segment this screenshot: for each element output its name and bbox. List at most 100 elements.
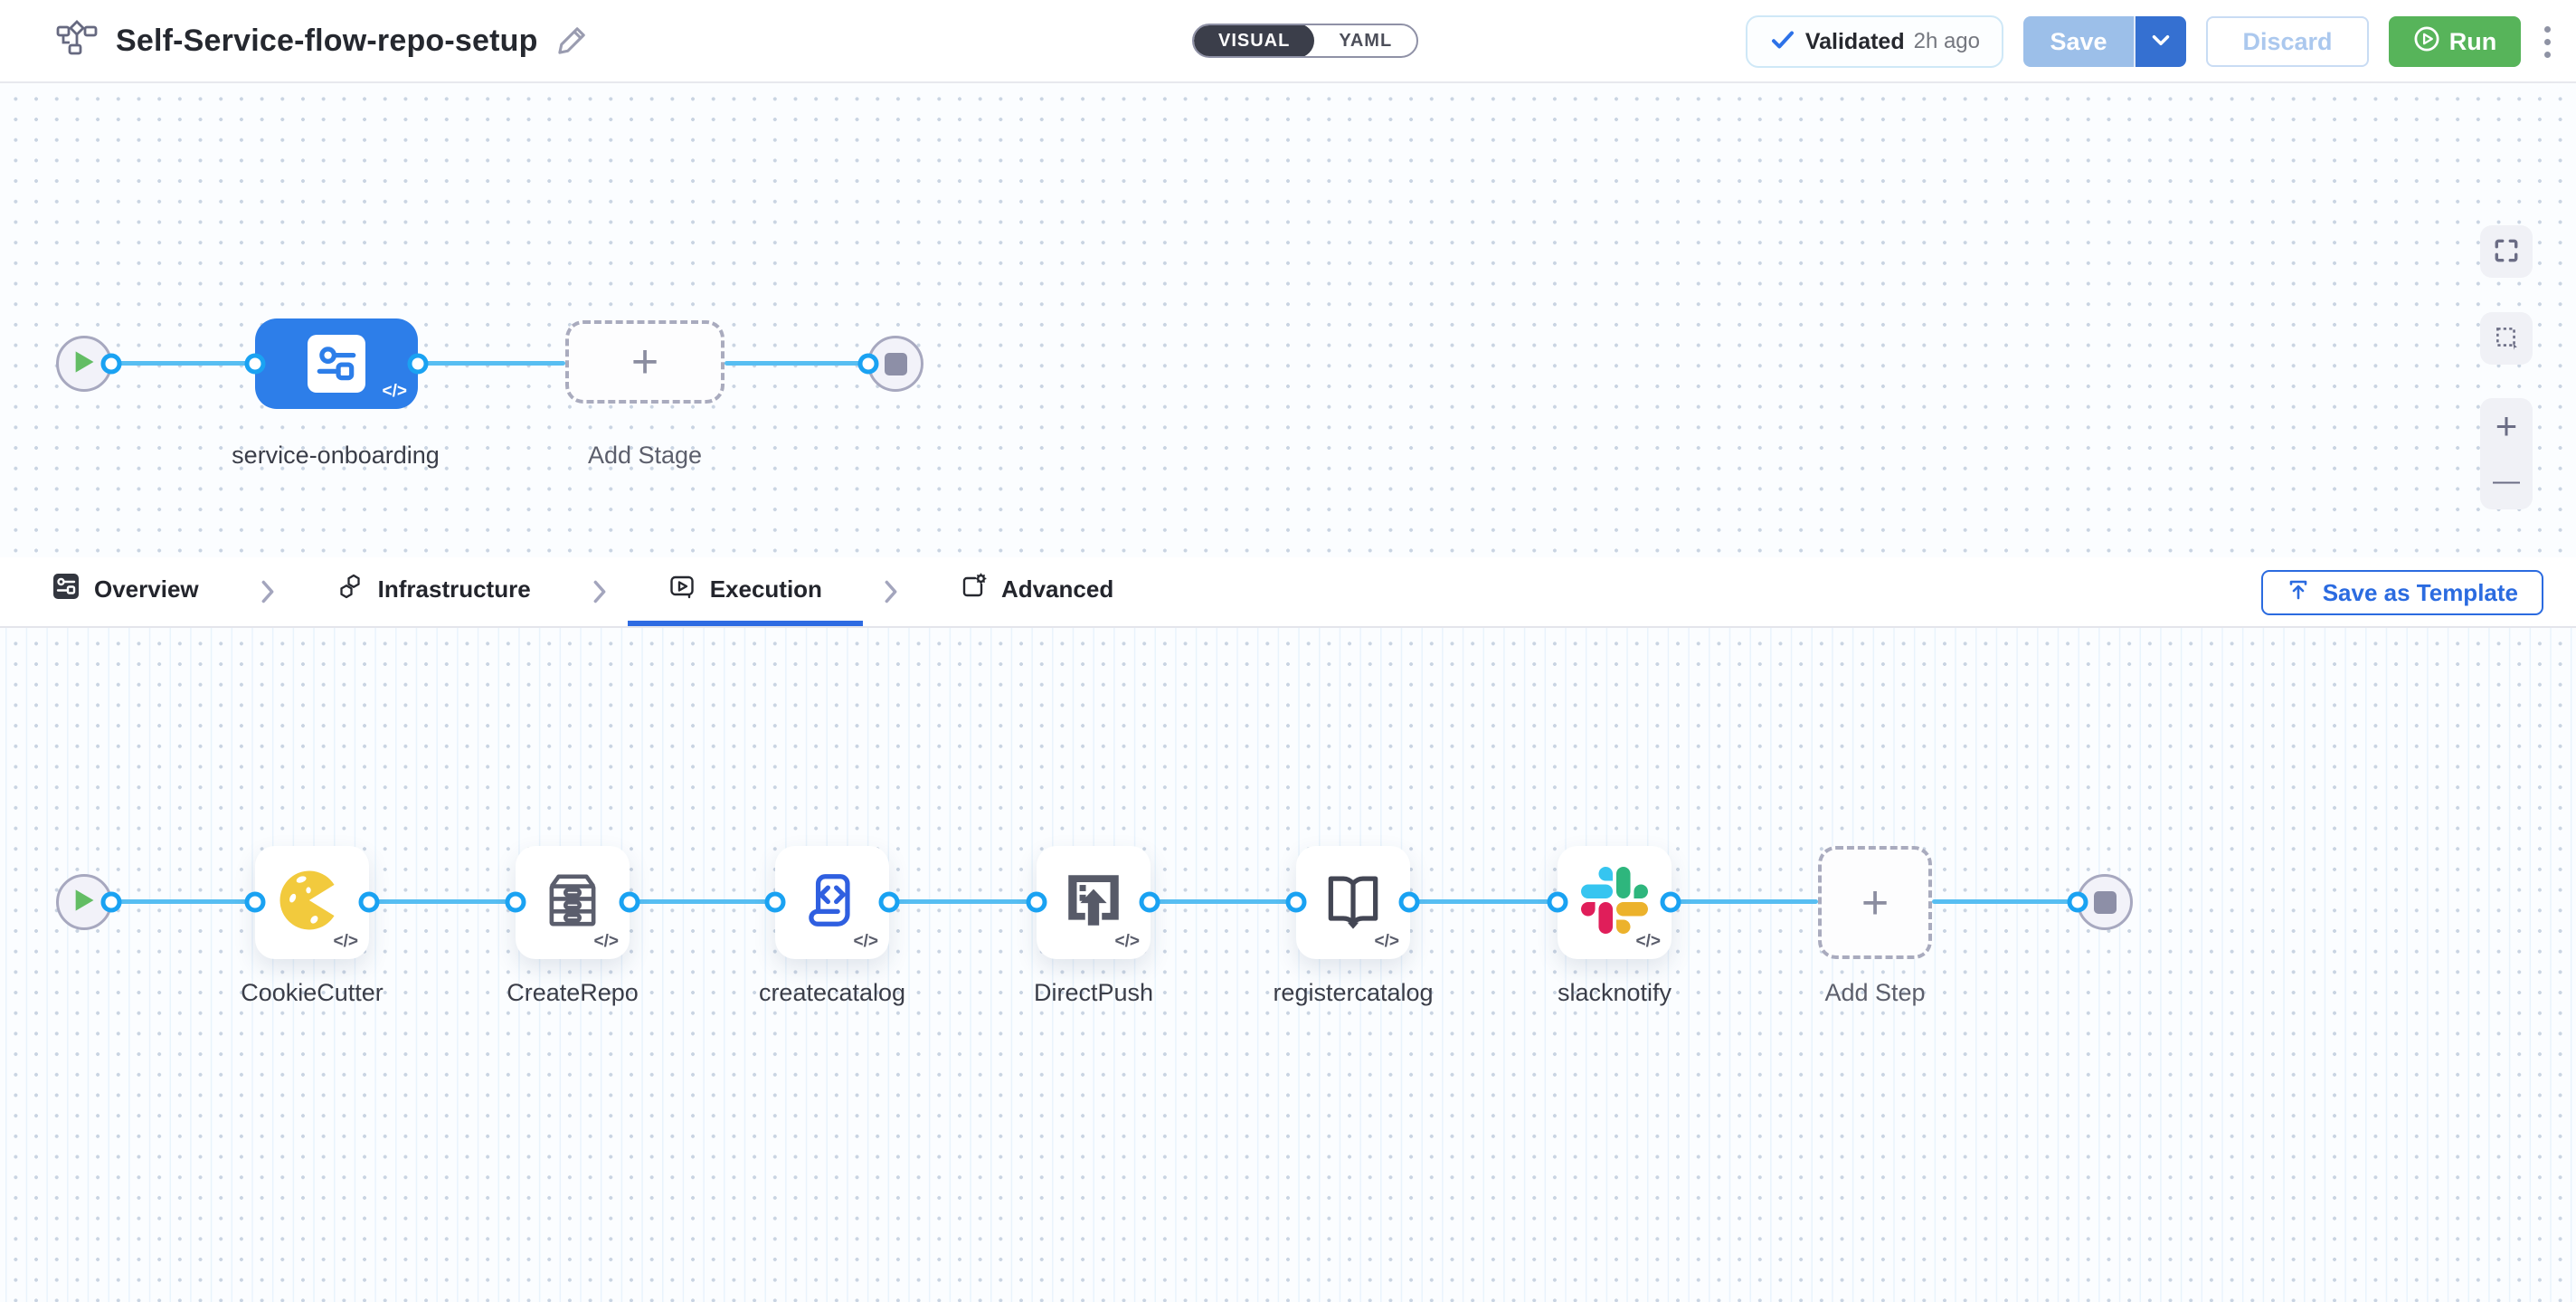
tab-overview[interactable]: Overview xyxy=(12,557,240,626)
plus-icon: + xyxy=(1861,876,1889,929)
stage-tabbar: Overview Infrastructure xyxy=(0,557,2576,628)
flow-link xyxy=(111,899,255,904)
flow-link xyxy=(111,361,255,366)
advanced-gear-icon xyxy=(960,573,987,606)
stage-canvas[interactable]: </> + service-onboarding Add Stage + — xyxy=(0,83,2576,557)
step-node-createcatalog[interactable]: </> xyxy=(775,846,889,959)
validated-badge[interactable]: Validated 2h ago xyxy=(1745,15,2003,68)
step-name-label: CookieCutter xyxy=(241,979,384,1006)
connector-port xyxy=(1139,891,1160,913)
stop-square-icon xyxy=(2093,890,2117,914)
tab-advanced[interactable]: Advanced xyxy=(919,557,1154,626)
play-triangle-icon xyxy=(72,349,96,379)
connector-port xyxy=(358,891,380,913)
cookiecutter-icon xyxy=(278,866,346,939)
save-as-template-button[interactable]: Save as Template xyxy=(2260,570,2543,615)
plus-icon: + xyxy=(630,336,659,388)
slack-icon xyxy=(1581,867,1648,938)
edit-title-button[interactable] xyxy=(556,24,589,59)
execution-canvas[interactable]: </> </> </> xyxy=(0,628,2576,1302)
run-play-icon xyxy=(2413,25,2440,59)
add-step-label: Add Step xyxy=(1824,979,1926,1006)
connector-port xyxy=(764,891,786,913)
tab-execution[interactable]: Execution xyxy=(627,557,863,626)
tab-infrastructure[interactable]: Infrastructure xyxy=(296,557,572,626)
connector-port xyxy=(407,353,429,375)
upload-icon xyxy=(2287,578,2310,608)
tab-label: Execution xyxy=(709,575,822,603)
stop-square-icon xyxy=(884,352,907,375)
step-name-label: createcatalog xyxy=(758,979,906,1006)
validated-label: Validated xyxy=(1804,28,1905,54)
run-button[interactable]: Run xyxy=(2389,16,2521,67)
tab-label: Overview xyxy=(94,575,199,603)
step-node-registercatalog[interactable]: </> xyxy=(1296,846,1410,959)
chevron-right-icon xyxy=(881,557,901,626)
toggle-visual[interactable]: VISUAL xyxy=(1194,25,1315,56)
save-options-button[interactable] xyxy=(2134,16,2186,67)
connector-port xyxy=(244,891,266,913)
chevron-down-icon xyxy=(2152,34,2170,49)
toggle-yaml[interactable]: YAML xyxy=(1314,25,1416,56)
pipeline-header: Self-Service-flow-repo-setup VISUAL YAML… xyxy=(0,0,2576,83)
step-node-directpush[interactable]: </> xyxy=(1037,846,1151,959)
validated-time: 2h ago xyxy=(1913,29,1980,53)
save-split-button: Save xyxy=(2023,16,2186,67)
stage-node-service-onboarding[interactable]: </> xyxy=(255,318,418,409)
connector-port xyxy=(1285,891,1307,913)
flow-link xyxy=(1409,899,1558,904)
add-step-button[interactable]: + xyxy=(1818,846,1932,959)
code-scroll-icon xyxy=(799,867,866,938)
open-book-icon xyxy=(1320,867,1387,938)
connector-port xyxy=(244,353,266,375)
step-name-label: CreateRepo xyxy=(507,979,639,1006)
code-badge: </> xyxy=(1635,932,1661,951)
run-label: Run xyxy=(2448,27,2497,55)
multi-select-button[interactable] xyxy=(2480,312,2533,365)
visual-yaml-toggle: VISUAL YAML xyxy=(1192,24,1419,58)
tab-label: Advanced xyxy=(1000,575,1114,603)
connector-port xyxy=(857,353,879,375)
flow-link xyxy=(369,899,516,904)
infrastructure-icon xyxy=(336,573,364,606)
execution-play-icon xyxy=(668,573,696,606)
discard-button[interactable]: Discard xyxy=(2206,16,2369,67)
drawer-cabinet-icon xyxy=(539,867,606,938)
step-name-label: registercatalog xyxy=(1273,979,1434,1006)
code-badge: </> xyxy=(333,932,358,951)
connector-port xyxy=(1026,891,1047,913)
pipeline-overview-icon xyxy=(52,573,80,606)
add-stage-button[interactable]: + xyxy=(565,320,724,404)
connector-port xyxy=(100,891,122,913)
more-options-button[interactable] xyxy=(2541,21,2554,63)
zoom-in-button[interactable]: + xyxy=(2480,398,2533,454)
flow-link xyxy=(724,361,868,366)
connector-port xyxy=(1547,891,1568,913)
code-badge: </> xyxy=(1374,932,1399,951)
connector-port xyxy=(2067,891,2088,913)
save-button[interactable]: Save xyxy=(2023,16,2134,67)
step-node-cookiecutter[interactable]: </> xyxy=(255,846,369,959)
tab-label: Infrastructure xyxy=(377,575,531,603)
stage-type-icon xyxy=(308,335,365,393)
flow-link xyxy=(1932,899,2078,904)
save-as-template-label: Save as Template xyxy=(2322,578,2518,606)
flow-link xyxy=(1671,899,1818,904)
play-triangle-icon xyxy=(72,888,96,917)
pencil-icon xyxy=(556,24,589,59)
connector-port xyxy=(505,891,526,913)
add-stage-label: Add Stage xyxy=(587,442,703,469)
push-upload-icon xyxy=(1060,867,1127,938)
flowchart-icon xyxy=(56,19,98,62)
zoom-out-button[interactable]: — xyxy=(2480,454,2533,510)
step-name-label: slacknotify xyxy=(1557,979,1672,1006)
chevron-right-icon xyxy=(590,557,610,626)
connector-port xyxy=(1398,891,1420,913)
step-name-label: DirectPush xyxy=(1033,979,1154,1006)
fullscreen-button[interactable] xyxy=(2480,225,2533,278)
end-node xyxy=(2077,874,2133,930)
step-node-createrepo[interactable]: </> xyxy=(516,846,630,959)
connector-port xyxy=(1660,891,1681,913)
step-node-slacknotify[interactable]: </> xyxy=(1558,846,1672,959)
zoom-controls: + — xyxy=(2480,398,2533,509)
